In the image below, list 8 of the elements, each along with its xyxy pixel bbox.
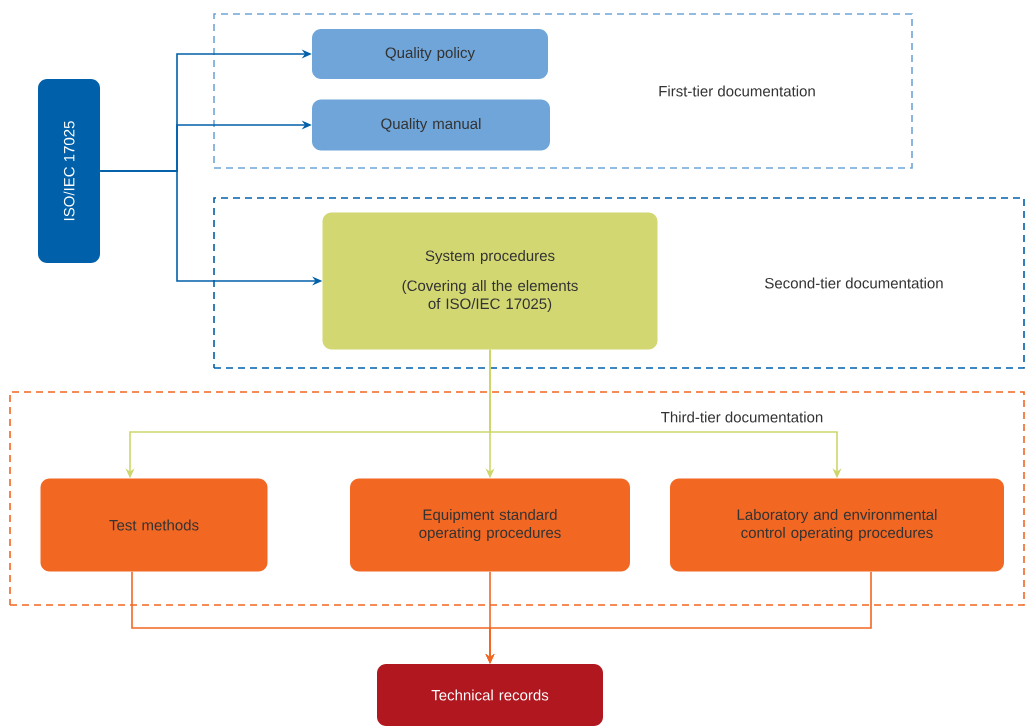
process-box: Laboratory and environmental control operating procedures (670, 478, 1004, 572)
process-box: ISO/IEC 17025 (38, 79, 100, 263)
process-box: Technical records (377, 664, 603, 726)
process-box: Equipment standard operating procedures (350, 478, 630, 572)
process-box: Quality manual (312, 99, 550, 151)
process-box: Test methods (40, 478, 268, 572)
process-box: Quality policy (312, 29, 548, 79)
process-box: System procedures (Covering all the elements of ISO/IEC 17025) (322, 212, 658, 350)
